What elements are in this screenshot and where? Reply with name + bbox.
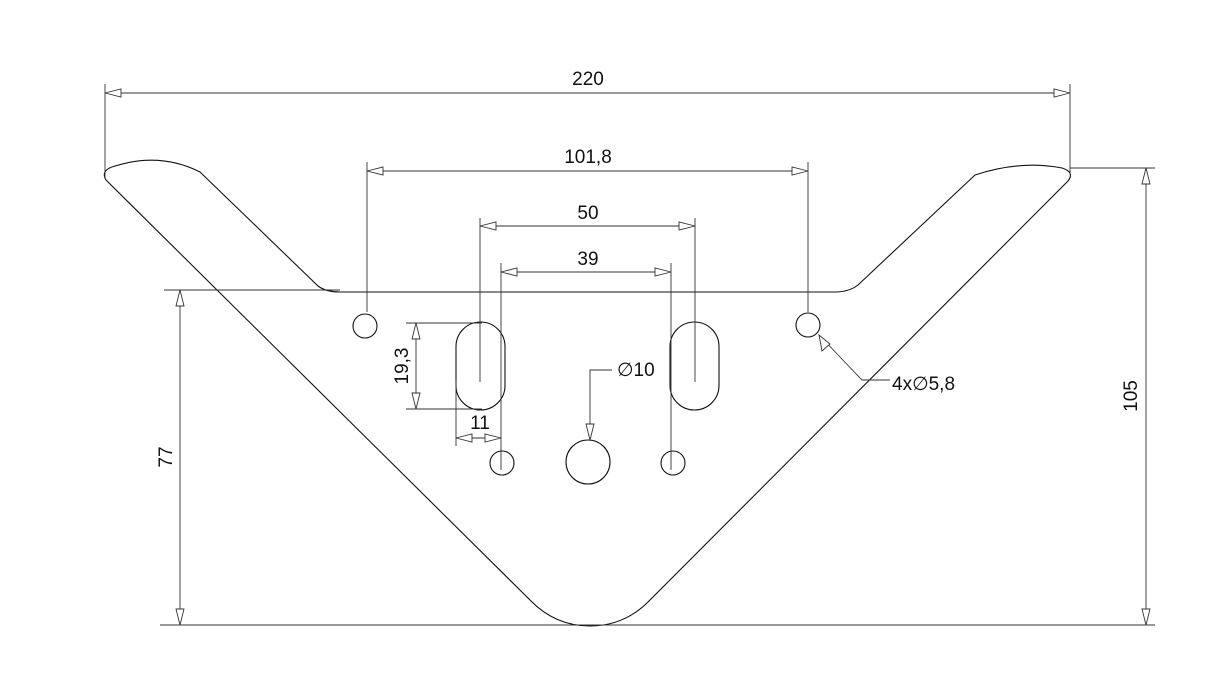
dimension-lines bbox=[105, 92, 1147, 625]
holes bbox=[352, 312, 821, 485]
label-slot-length: 19,3 bbox=[392, 348, 413, 385]
hole-bottom-right bbox=[660, 450, 686, 476]
label-outer-hole-spacing: 101,8 bbox=[564, 147, 612, 168]
hole-center bbox=[565, 439, 611, 485]
extension-lines bbox=[104, 84, 1155, 626]
label-slot-width: 11 bbox=[470, 413, 490, 434]
bracket-outline bbox=[103, 159, 1071, 627]
label-height-lower: 77 bbox=[156, 446, 177, 467]
hole-top-left bbox=[352, 313, 378, 339]
label-overall-width: 220 bbox=[572, 69, 604, 90]
slot-right bbox=[669, 321, 720, 411]
label-height-total: 105 bbox=[1121, 380, 1142, 412]
label-slot-spacing: 50 bbox=[577, 203, 598, 224]
hole-bottom-left bbox=[489, 450, 515, 476]
slot-left bbox=[455, 321, 506, 411]
dimension-labels: 220 101,8 50 39 11 ∅10 4x∅5,8 19,3 77 10… bbox=[156, 69, 1142, 468]
label-small-hole-spacing: 39 bbox=[577, 249, 598, 270]
label-corner-holes: 4x∅5,8 bbox=[892, 374, 955, 395]
arrowheads bbox=[104, 88, 1151, 626]
label-center-hole: ∅10 bbox=[617, 360, 655, 381]
hole-top-right bbox=[795, 312, 821, 338]
